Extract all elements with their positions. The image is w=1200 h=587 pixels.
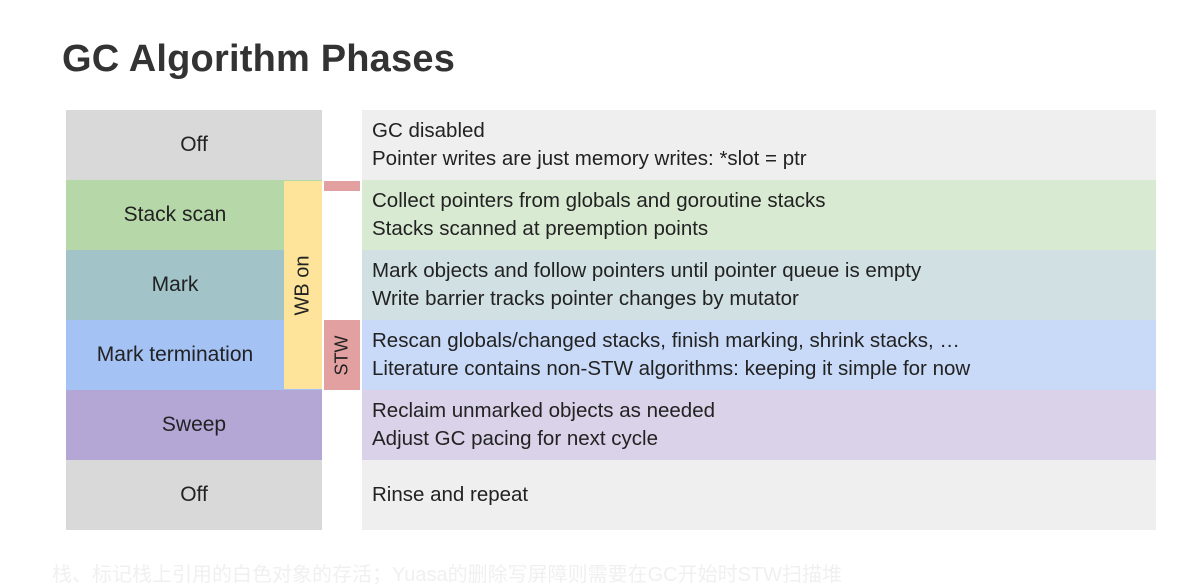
watermark-text: 栈、标记栈上引用的白色对象的存活；Yuasa的删除写屏障则需要在GC开始时STW… bbox=[52, 564, 843, 586]
phase-label: Mark bbox=[151, 273, 199, 296]
phase-mark: Mark bbox=[66, 250, 322, 320]
phase-off-repeat: Off bbox=[66, 460, 322, 530]
stw-bar: STW bbox=[324, 320, 360, 390]
desc-line: Stacks scanned at preemption points bbox=[372, 217, 709, 240]
desc-line: GC disabled bbox=[372, 119, 485, 142]
write-barrier-label: WB on bbox=[291, 254, 314, 316]
write-barrier-bar: WB on bbox=[284, 181, 322, 389]
phase-mark-termination: Mark termination bbox=[66, 320, 322, 390]
phase-off: Off bbox=[66, 110, 322, 180]
desc-sweep: Reclaim unmarked objects as needed Adjus… bbox=[362, 390, 1156, 460]
phase-label: Off bbox=[180, 483, 208, 506]
desc-line: Write barrier tracks pointer changes by … bbox=[372, 287, 799, 310]
phase-sweep: Sweep bbox=[66, 390, 322, 460]
desc-off-repeat: Rinse and repeat bbox=[362, 460, 1156, 530]
desc-stack-scan: Collect pointers from globals and gorout… bbox=[362, 180, 1156, 250]
desc-line: Rescan globals/changed stacks, finish ma… bbox=[372, 329, 960, 352]
desc-line: Collect pointers from globals and gorout… bbox=[372, 189, 826, 212]
desc-line: Rinse and repeat bbox=[372, 483, 529, 506]
desc-off: GC disabled Pointer writes are just memo… bbox=[362, 110, 1156, 180]
slide-title: GC Algorithm Phases bbox=[62, 38, 456, 80]
desc-line: Literature contains non-STW algorithms: … bbox=[372, 357, 971, 380]
phase-label: Sweep bbox=[161, 413, 227, 436]
desc-line: Adjust GC pacing for next cycle bbox=[372, 427, 658, 450]
desc-line: Reclaim unmarked objects as needed bbox=[372, 399, 715, 422]
phase-label: Stack scan bbox=[123, 203, 227, 226]
desc-mark-termination: Rescan globals/changed stacks, finish ma… bbox=[362, 320, 1156, 390]
stw-label: STW bbox=[331, 335, 352, 375]
desc-line: Mark objects and follow pointers until p… bbox=[372, 259, 922, 282]
phase-label: Off bbox=[180, 133, 208, 156]
phase-stack-scan: Stack scan bbox=[66, 180, 322, 250]
stw-marker-start bbox=[324, 181, 360, 191]
desc-mark: Mark objects and follow pointers until p… bbox=[362, 250, 1156, 320]
phase-label: Mark termination bbox=[96, 343, 254, 366]
desc-line: Pointer writes are just memory writes: *… bbox=[372, 147, 807, 170]
